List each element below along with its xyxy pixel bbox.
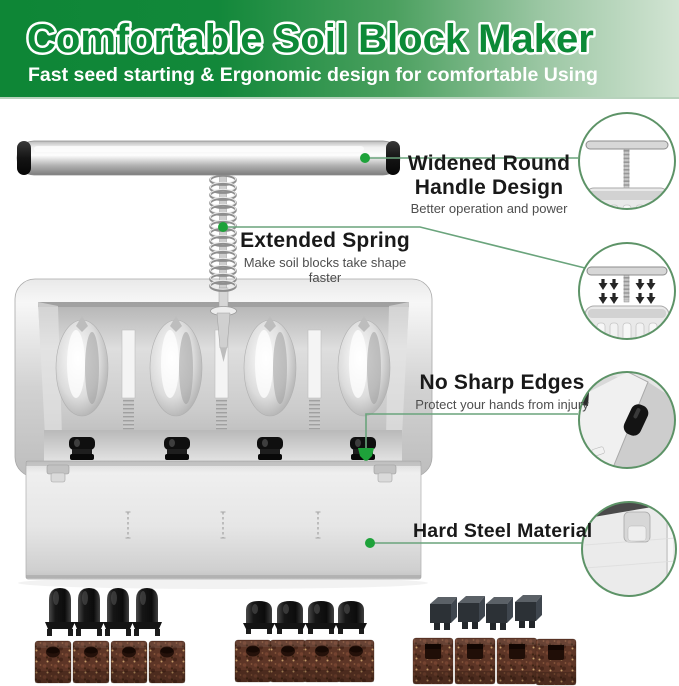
soil-block — [303, 639, 341, 683]
soil-block — [337, 639, 375, 683]
dibber-square — [515, 595, 542, 628]
soil-block — [412, 637, 454, 685]
soil-blocks-middle — [234, 639, 375, 683]
dibber-round-tall — [45, 588, 75, 636]
callout-dots — [218, 153, 375, 548]
dibber-round-tall — [132, 588, 162, 636]
handle-end-cap — [17, 141, 31, 175]
soil-block — [72, 640, 110, 684]
callout-line-spring — [228, 226, 586, 269]
callout-spring: Extended Spring Make soil blocks take sh… — [227, 229, 423, 286]
callout-edges-title: No Sharp Edges — [419, 371, 585, 394]
mold-cell-dimple — [55, 316, 109, 417]
front-panel — [25, 460, 422, 580]
callout-steel: Hard Steel Material — [413, 520, 593, 542]
soil-blocks-left — [34, 640, 186, 684]
page-subtitle: Fast seed starting & Ergonomic design fo… — [28, 64, 598, 86]
callout-spring-title: Extended Spring — [240, 229, 410, 252]
inset-handle-overview — [578, 112, 676, 210]
callout-dot-spring — [218, 222, 228, 232]
header-banner: Comfortable Soil Block Maker Fast seed s… — [0, 0, 679, 99]
seed-dibbers-tall — [45, 588, 162, 636]
inset-no-sharp-edges — [578, 371, 676, 469]
inset-steel-surface — [581, 501, 677, 597]
dibber-square — [486, 597, 513, 630]
soil-block — [148, 640, 186, 684]
soil-block — [269, 639, 307, 683]
dibber-round-tall — [103, 588, 133, 636]
dibber-square — [430, 597, 457, 630]
page-title: Comfortable Soil Block Maker — [27, 17, 594, 61]
seed-pins — [69, 437, 376, 462]
dibber-round-tall — [74, 588, 104, 636]
callout-lines — [228, 157, 586, 544]
ground-shadow — [18, 577, 428, 589]
soil-block — [454, 637, 496, 685]
dibber-dome — [243, 601, 275, 634]
callout-dot-steel — [365, 538, 375, 548]
mold-divider-slots — [121, 329, 322, 434]
mold-cell-dimple — [337, 316, 391, 417]
callout-edges: No Sharp Edges Protect your hands from i… — [399, 371, 605, 413]
green-pin-marker — [358, 448, 374, 462]
callout-handle: Widened Round Handle Design Better opera… — [386, 152, 592, 217]
dibber-dome — [274, 601, 306, 634]
soil-block — [496, 637, 538, 685]
mold-cell-dimples — [55, 316, 391, 417]
mold-cell-dimple — [243, 316, 297, 417]
callout-dot-handle — [360, 153, 370, 163]
dibber-dome — [335, 601, 367, 634]
inset-press-action — [578, 242, 676, 340]
seed-dibbers-square — [430, 595, 542, 630]
seed-dibbers-dome — [243, 601, 367, 634]
mold-cell-dimple — [149, 316, 203, 417]
dibber-dome — [305, 601, 337, 634]
callout-line-edges — [365, 413, 578, 448]
callout-edges-subtitle: Protect your hands from injury — [415, 396, 589, 412]
soil-block — [34, 640, 72, 684]
callout-handle-subtitle: Better operation and power — [410, 201, 568, 217]
callout-steel-title: Hard Steel Material — [413, 520, 593, 542]
mold-ledge — [44, 430, 402, 464]
soil-block — [535, 638, 577, 686]
callout-spring-subtitle: Make soil blocks take shape faster — [243, 254, 407, 285]
handle-bar — [16, 140, 401, 176]
soil-block — [110, 640, 148, 684]
soil-block — [234, 639, 272, 683]
soil-blocks-right — [412, 637, 577, 686]
callout-handle-title: Widened Round Handle Design — [407, 152, 571, 199]
dibber-square — [458, 596, 485, 629]
